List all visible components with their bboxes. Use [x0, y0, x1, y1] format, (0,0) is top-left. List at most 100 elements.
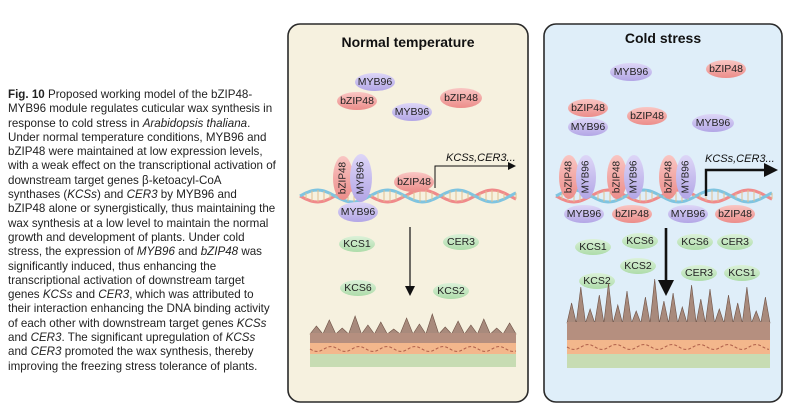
caption-text: . Under normal temperature conditions, M… — [8, 116, 276, 202]
target-genes-label: KCSs,CER3... — [705, 153, 775, 165]
cer3-label: CER3 — [721, 236, 749, 248]
normal-panel-title: Normal temperature — [341, 34, 474, 50]
kcs1-label: KCS1 — [579, 241, 607, 253]
bzip48-protein — [627, 107, 667, 125]
kcs6-protein — [340, 280, 376, 296]
cuticle-wax-layer — [566, 278, 771, 368]
myb96-label: MYB96 — [696, 117, 731, 129]
kcs6-label: KCS6 — [626, 235, 654, 247]
caption-text: and — [72, 288, 99, 302]
normal-temperature-panel: Normal temperature MYB96 bZIP48 bZIP48 M… — [287, 23, 529, 403]
myb96-protein-bound — [624, 155, 644, 199]
bzip48-protein-bound — [607, 155, 627, 199]
transcription-arrowhead — [764, 163, 778, 177]
bzip48-label: bZIP48 — [338, 161, 349, 194]
caption-text: and — [174, 245, 201, 259]
bzip48-protein-bound — [612, 205, 652, 223]
bzip48-myb96-complex: bZIP48 MYB96 — [659, 155, 696, 199]
kcs6-protein — [677, 234, 713, 250]
myb96-label: MYB96 — [629, 160, 640, 193]
bzip48-label: bZIP48 — [630, 110, 664, 122]
kcs2-label: KCS2 — [583, 275, 611, 287]
bzip48-protein — [337, 92, 377, 110]
bzip48-label: bZIP48 — [340, 95, 374, 107]
myb96-protein — [692, 114, 734, 132]
myb96-label: MYB96 — [567, 208, 602, 220]
bzip48-label: bZIP48 — [709, 63, 743, 75]
myb96-protein-bound — [564, 205, 604, 223]
target-genes-label: KCSs,CER3... — [446, 152, 516, 164]
bzip48-label: bZIP48 — [612, 160, 623, 193]
myb96-protein — [610, 63, 652, 81]
myb96-protein-bound — [338, 202, 378, 222]
wax-synthesis-arrowhead — [658, 280, 674, 296]
bzip48-label: bZIP48 — [397, 176, 431, 188]
myb96-protein — [392, 103, 432, 121]
kcs2-label: KCS2 — [437, 285, 465, 297]
bzip48-protein-bound — [559, 155, 579, 199]
caption-text: and — [8, 345, 31, 359]
myb96-label: MYB96 — [358, 76, 393, 88]
bzip48-label: bZIP48 — [664, 160, 675, 193]
kcs1-protein — [575, 239, 611, 255]
myb96-label: MYB96 — [681, 160, 692, 193]
bzip48-protein-bound — [715, 205, 755, 223]
kcs2-protein — [433, 283, 469, 299]
myb96-protein-bound — [350, 154, 372, 202]
bzip48-label: bZIP48 — [564, 160, 575, 193]
kcs1-label: KCS1 — [343, 238, 371, 250]
italic-term: MYB96 — [136, 245, 175, 259]
dna-helix — [299, 188, 517, 204]
bzip48-label: bZIP48 — [571, 102, 605, 114]
bzip48-protein-bound — [659, 155, 679, 199]
bzip48-label: bZIP48 — [444, 92, 478, 104]
bzip48-protein-bound — [394, 172, 434, 192]
kcs1-label: KCS1 — [728, 267, 756, 279]
bzip48-myb96-complex: bZIP48 MYB96 — [607, 155, 644, 199]
kcs2-protein — [579, 273, 615, 289]
cer3-label: CER3 — [447, 236, 475, 248]
bzip48-protein — [440, 88, 482, 108]
italic-term: KCSs — [225, 331, 256, 345]
cer3-protein — [681, 265, 717, 281]
kcs1-protein — [339, 236, 375, 252]
figure-label: Fig. 10 — [8, 88, 45, 101]
kcs6-label: KCS6 — [344, 282, 372, 294]
myb96-label: MYB96 — [671, 208, 706, 220]
kcs2-protein — [620, 258, 656, 274]
myb96-label: MYB96 — [581, 160, 592, 193]
kcs1-protein — [724, 265, 760, 281]
caption-text: and — [8, 331, 31, 345]
italic-term: KCSs — [67, 188, 97, 202]
caption-text: Proposed working model of the bZIP48-MYB… — [8, 88, 273, 130]
kcs6-label: KCS6 — [681, 236, 709, 248]
myb96-protein-bound — [668, 205, 708, 223]
figure-caption: Fig. 10 Proposed working model of the bZ… — [8, 88, 276, 374]
myb96-label: MYB96 — [571, 121, 606, 133]
myb96-label: MYB96 — [395, 106, 430, 118]
italic-term: CER3 — [98, 288, 130, 302]
caption-text: promoted the wax synthesis, thereby impr… — [8, 345, 258, 373]
caption-text: was significantly induced, thus enhancin… — [8, 245, 262, 302]
myb96-protein-bound — [576, 155, 596, 199]
italic-term: KCSs — [42, 288, 73, 302]
caption-text: . The significant upregulation of — [61, 331, 226, 345]
wax-synthesis-arrowhead — [405, 286, 415, 296]
caption-text: ) and — [96, 188, 127, 202]
caption-text: by MYB96 and bZIP48 alone or synergistic… — [8, 188, 276, 259]
myb96-label: MYB96 — [614, 66, 649, 78]
cuticle-wax-layer — [309, 313, 517, 367]
normal-panel-frame — [287, 23, 529, 403]
bzip48-protein-bound — [333, 156, 353, 200]
italic-term: CER3 — [126, 188, 158, 202]
myb96-protein — [568, 118, 608, 136]
cold-stress-panel: Cold stress MYB96 bZIP48 bZIP48 bZIP48 M… — [543, 23, 783, 403]
bzip48-label: bZIP48 — [615, 208, 649, 220]
myb96-protein-bound — [676, 155, 696, 199]
bzip48-protein — [706, 60, 746, 78]
transcription-arrow — [434, 165, 508, 188]
bzip48-protein — [568, 99, 608, 117]
cer3-protein — [443, 234, 479, 250]
myb96-label: MYB96 — [341, 206, 376, 218]
